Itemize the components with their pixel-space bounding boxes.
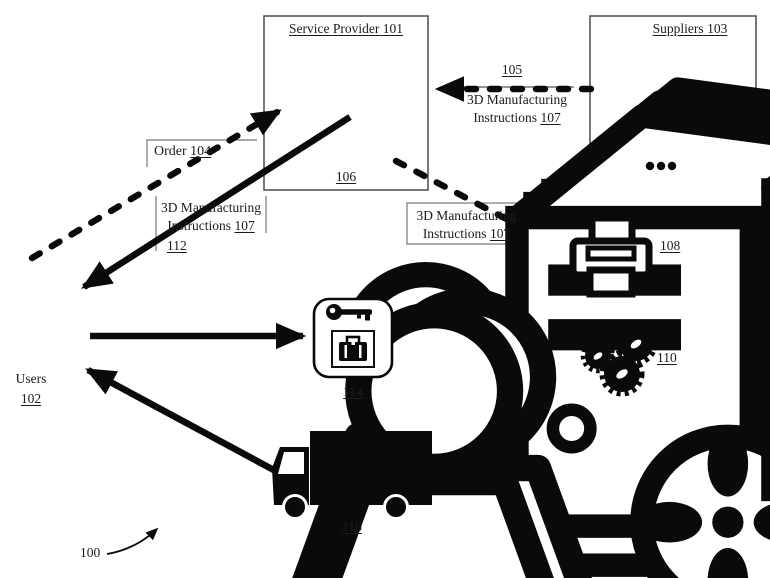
supply-instructions-label: 3D Manufacturing Instructions 107 [466, 92, 568, 125]
gears-ref-label: 110 [657, 350, 677, 365]
order-arrow [28, 107, 283, 262]
truck-ref-label: 116 [342, 519, 362, 534]
service-provider-box [263, 15, 429, 191]
vault-ref-label: 114 [343, 384, 363, 399]
provider-to-users-arrow [81, 114, 352, 290]
figure-number-label: 100 [80, 545, 101, 560]
users-label: Users 102 [15, 371, 47, 407]
key-icon [326, 304, 372, 321]
order-label: Order 104 [154, 144, 212, 159]
suppliers-title: Suppliers 103 [652, 21, 728, 36]
server-farm-icon [645, 107, 770, 498]
truck-to-users-arrow [85, 367, 285, 478]
gears-icon [580, 322, 658, 397]
supply-ref-label: 105 [501, 62, 523, 77]
servers-ref-label: 106 [335, 169, 357, 184]
delivery-truck-icon [272, 431, 432, 520]
service-provider-title: Service Provider 101 [289, 21, 403, 36]
key-briefcase-icon [312, 297, 394, 379]
figure-ref-arrow [106, 527, 159, 555]
order-label-callout [146, 139, 257, 167]
ref-112-label: 112 [167, 238, 187, 253]
briefcase-icon [331, 330, 375, 368]
instructions-to-users-label: 3D Manufacturing Instructions 107 [160, 200, 262, 233]
printer-ref-label: 108 [660, 238, 681, 253]
printer-icon [569, 214, 653, 298]
instructions-to-printer-label: 3D Manufacturing Instructions 107 [416, 208, 517, 241]
ellipsis-dots [645, 161, 677, 171]
